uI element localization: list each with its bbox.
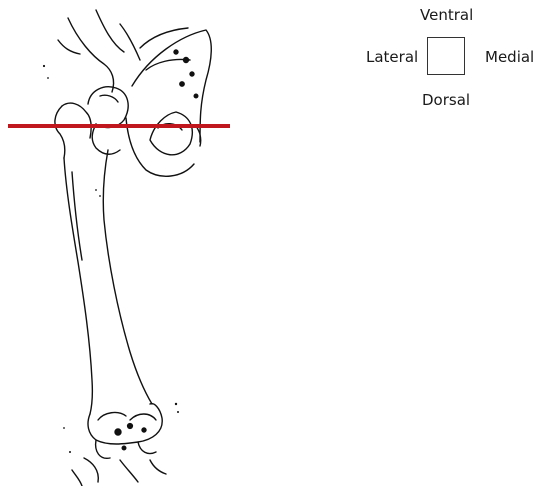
dorsal-label: Dorsal [422,91,470,109]
medial-label: Medial [485,48,534,66]
iliac-wing [58,10,140,92]
knee-joint [72,404,166,486]
pelvis [126,28,211,176]
lateral-label: Lateral [366,48,418,66]
femur-shaft [55,103,152,414]
femoral-head [88,87,128,154]
orientation-box [427,37,465,75]
ventral-label: Ventral [420,6,473,24]
